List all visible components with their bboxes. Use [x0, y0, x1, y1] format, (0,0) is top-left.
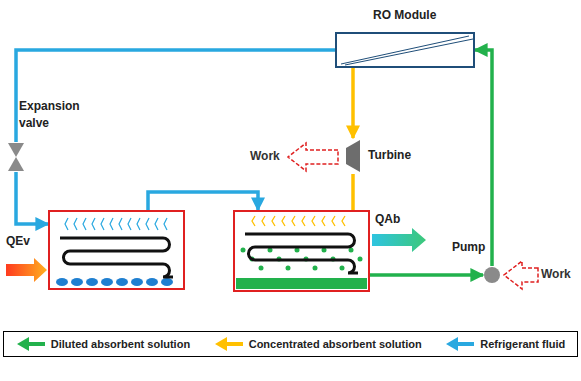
turbine-symbol: Turbine: [344, 138, 362, 174]
shape-art: [335, 32, 475, 68]
ro-module: RO Module: [335, 32, 475, 68]
absorber-vessel: QAb: [233, 210, 370, 292]
heat-coil: [245, 234, 358, 273]
node-label: Pump: [452, 240, 485, 254]
legend-entry: Refrigerant fluid: [445, 337, 565, 351]
expansion-valve: Expansion valve: [7, 142, 25, 172]
shape-art: [7, 142, 25, 172]
pump-circle: Pump: [483, 266, 501, 284]
flow-line: [351, 68, 355, 138]
legend-entry: Diluted absorbent solution: [16, 337, 190, 351]
shape-art: [233, 210, 370, 292]
legend-text: Diluted absorbent solution: [51, 338, 190, 350]
legend-arrow: [445, 337, 475, 351]
node-label: Turbine: [368, 148, 411, 162]
node-label: Expansion valve: [19, 98, 89, 132]
legend-text: Concentrated absorbent solution: [249, 338, 422, 350]
shape-art: [483, 266, 501, 284]
work-label: Work: [250, 149, 280, 163]
legend-text: Refrigerant fluid: [480, 338, 565, 350]
flow-line: [16, 50, 335, 142]
heat-in-arrow: [6, 258, 47, 282]
legend-arrow: [214, 337, 244, 351]
legend-box: Diluted absorbent solution Concentrated a…: [3, 331, 578, 357]
work-label: Work: [541, 267, 571, 281]
heat-coil: [60, 238, 173, 277]
flow-line: [148, 192, 258, 210]
flow-line: [16, 172, 48, 224]
evaporator-vessel: QEv: [48, 210, 185, 290]
node-label: QEv: [6, 234, 30, 248]
work-arrow: [504, 261, 538, 289]
legend-entry: Concentrated absorbent solution: [214, 337, 422, 351]
flow-line: [370, 273, 483, 277]
flow-line: [475, 50, 492, 266]
node-label: QAb: [375, 212, 400, 226]
heat-out-arrow: [372, 228, 426, 252]
shape-art: [48, 210, 185, 290]
shape-art: [344, 138, 362, 174]
legend-arrow: [16, 337, 46, 351]
node-label: RO Module: [373, 8, 436, 22]
flow-line: [351, 174, 355, 210]
work-arrow: [288, 143, 338, 171]
